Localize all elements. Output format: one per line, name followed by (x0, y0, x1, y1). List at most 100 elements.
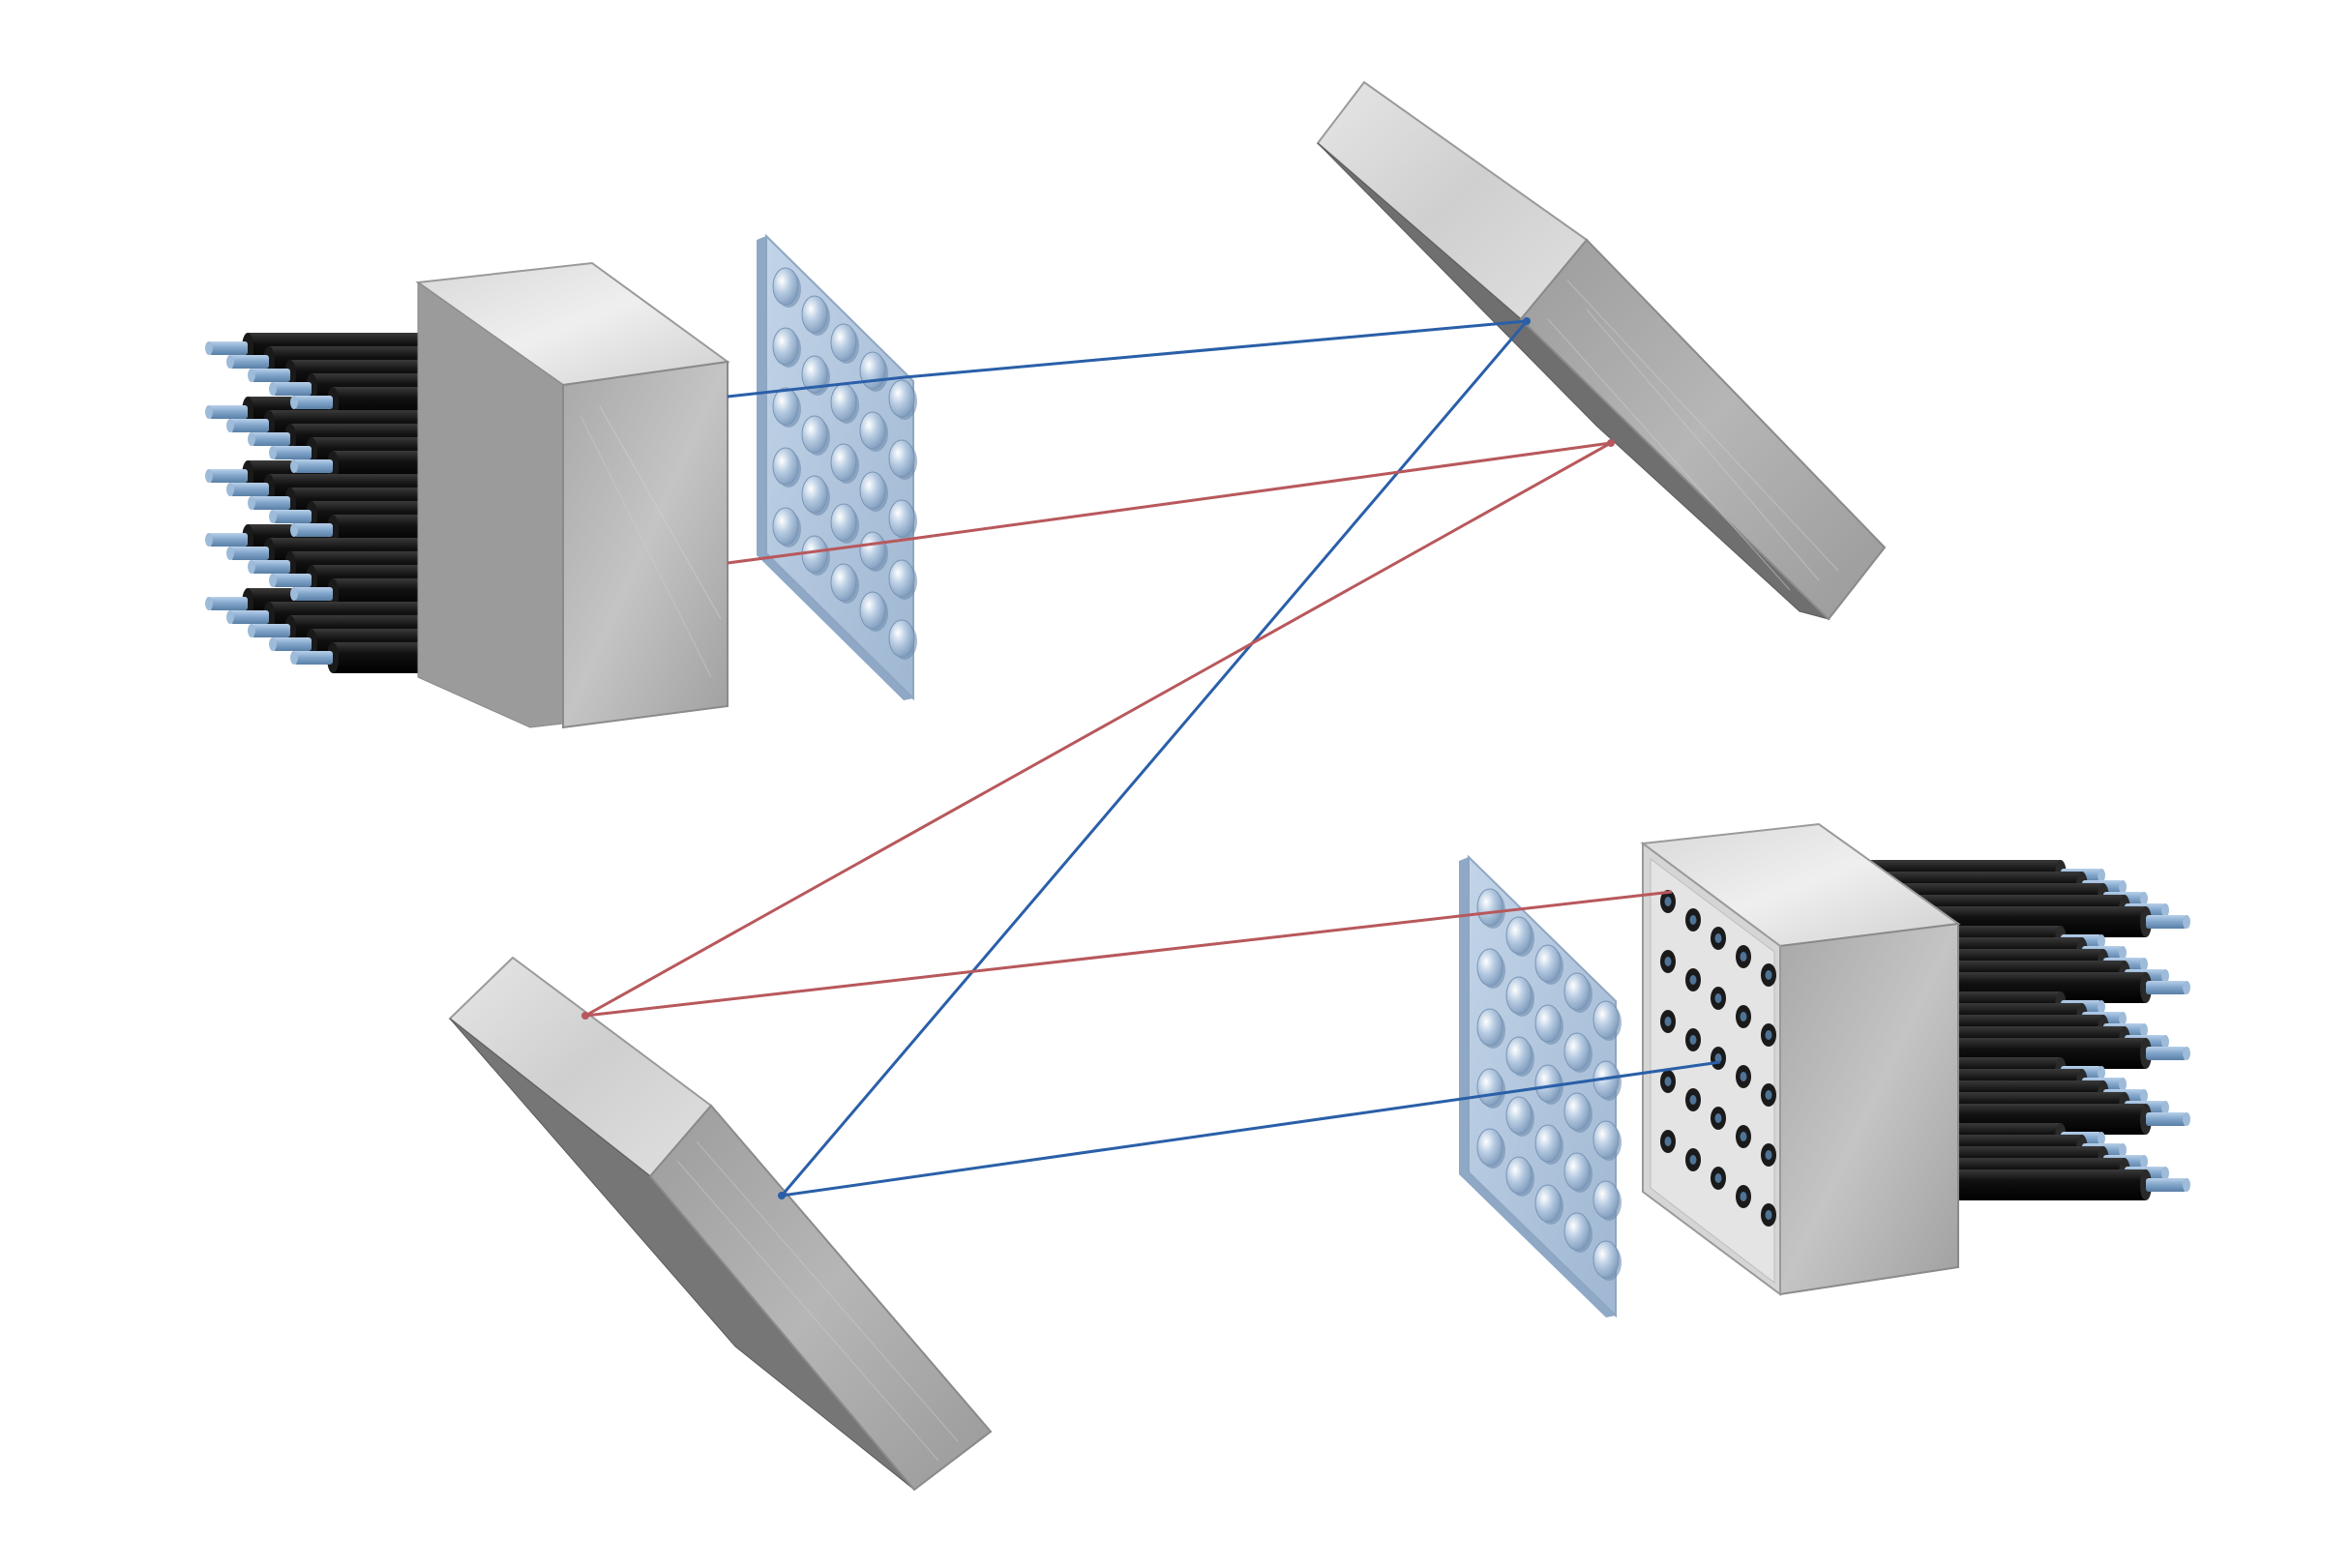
fiber-core-tip (2119, 1143, 2127, 1157)
fiber-port-core (1664, 897, 1672, 906)
microlens (801, 295, 828, 334)
fiber-core-tip (2161, 903, 2169, 917)
microlens (888, 379, 915, 418)
fiber-core-tip (290, 396, 298, 409)
fiber-core (209, 405, 248, 419)
fiber-core-tip (226, 419, 234, 432)
fiber-core-tip (2098, 1000, 2105, 1014)
fiber-core-tip (2119, 880, 2127, 894)
microlens (1534, 1064, 1562, 1103)
fiber-port-core (1689, 1035, 1697, 1045)
fiber-core (273, 382, 312, 396)
fiber-core-tip (248, 432, 255, 446)
fiber-core-tip (269, 510, 277, 523)
fiber-core-tip (248, 624, 255, 637)
microlens (772, 447, 799, 486)
fiber-port-core (1765, 970, 1772, 980)
microlens (1563, 1152, 1591, 1191)
fiber-core (2146, 1047, 2187, 1060)
microlens (1534, 944, 1562, 983)
microlens (1592, 1000, 1620, 1039)
microlens (1476, 948, 1503, 987)
fiber-core-tip (2098, 869, 2105, 882)
microlens (1476, 888, 1503, 927)
fiber-port-core (1740, 952, 1747, 962)
fiber-port-core (1714, 1053, 1722, 1063)
fiber-core (294, 396, 333, 409)
fiber-core-tip (2183, 1047, 2190, 1060)
fiber-core (252, 369, 290, 382)
beam-red-reflection-point (581, 1012, 589, 1020)
fiber-port-core (1689, 1155, 1697, 1165)
fiber-core-tip (2183, 981, 2190, 994)
microlens (1505, 1036, 1533, 1075)
microlens (1534, 1124, 1562, 1163)
microlens (1563, 1032, 1591, 1071)
microlens (830, 503, 857, 542)
microlens (859, 411, 886, 450)
fiber-core (294, 587, 333, 601)
fiber-port-core (1664, 1017, 1672, 1026)
microlens (1476, 1008, 1503, 1047)
fiber-core (294, 523, 333, 537)
microlens (1505, 1096, 1533, 1135)
fiber-core (273, 510, 312, 523)
fiber-core-tip (290, 651, 298, 665)
fiber-core-tip (205, 469, 213, 483)
microlens (888, 439, 915, 478)
fiber-core (209, 597, 248, 610)
microlens (801, 355, 828, 394)
microlens (801, 535, 828, 574)
microlens (801, 415, 828, 454)
fiber-core-tip (2140, 1023, 2148, 1037)
microlens (859, 591, 886, 630)
beam-paths (581, 317, 1721, 1199)
microlens (772, 327, 799, 366)
beam-blue-reflection-point (778, 1192, 786, 1199)
fiber-port-core (1689, 1095, 1697, 1105)
microlens (1534, 1184, 1562, 1223)
fiber-core (2146, 981, 2187, 994)
fiber-core-tip (269, 574, 277, 587)
output-fiber-block (1640, 822, 1961, 1296)
fiber-port-core (1765, 1030, 1772, 1040)
fiber-core (273, 446, 312, 459)
fiber-core-tip (290, 459, 298, 473)
microlens (830, 323, 857, 362)
fiber-core-tip (2183, 915, 2190, 929)
fiber-core-tip (2161, 1101, 2169, 1114)
microlens (1592, 1120, 1620, 1159)
fiber-port-core (1740, 1132, 1747, 1141)
fiber-core-tip (205, 341, 213, 355)
fiber-port-core (1714, 1173, 1722, 1183)
microlens (859, 531, 886, 570)
fiber-core-tip (226, 547, 234, 560)
fiber-port-core (1740, 1072, 1747, 1081)
microlens (1476, 1068, 1503, 1107)
fiber-core-tip (248, 560, 255, 574)
input-lens-array (757, 233, 917, 701)
fiber-core (230, 355, 269, 369)
input-fiber-block (415, 261, 730, 729)
microlens (1563, 1092, 1591, 1131)
fiber-core-tip (248, 369, 255, 382)
microlens (888, 499, 915, 538)
fiber-port-core (1714, 933, 1722, 943)
fiber-port-core (1714, 1113, 1722, 1123)
fiber-core-tip (226, 610, 234, 624)
fiber-core-tip (2161, 1167, 2169, 1180)
fiber-core (209, 469, 248, 483)
fiber-core-tip (248, 496, 255, 510)
microlens (772, 267, 799, 306)
fiber-core-tip (269, 637, 277, 651)
fiber-core (2146, 1112, 2187, 1126)
microlens (1592, 1180, 1620, 1219)
fiber-core-tip (269, 446, 277, 459)
microlens (830, 443, 857, 482)
fiber-core (2146, 1178, 2187, 1192)
mirror-lower (448, 956, 993, 1492)
fiber-core-tip (205, 405, 213, 419)
microlens (1534, 1004, 1562, 1043)
fiber-port-core (1664, 1137, 1672, 1146)
